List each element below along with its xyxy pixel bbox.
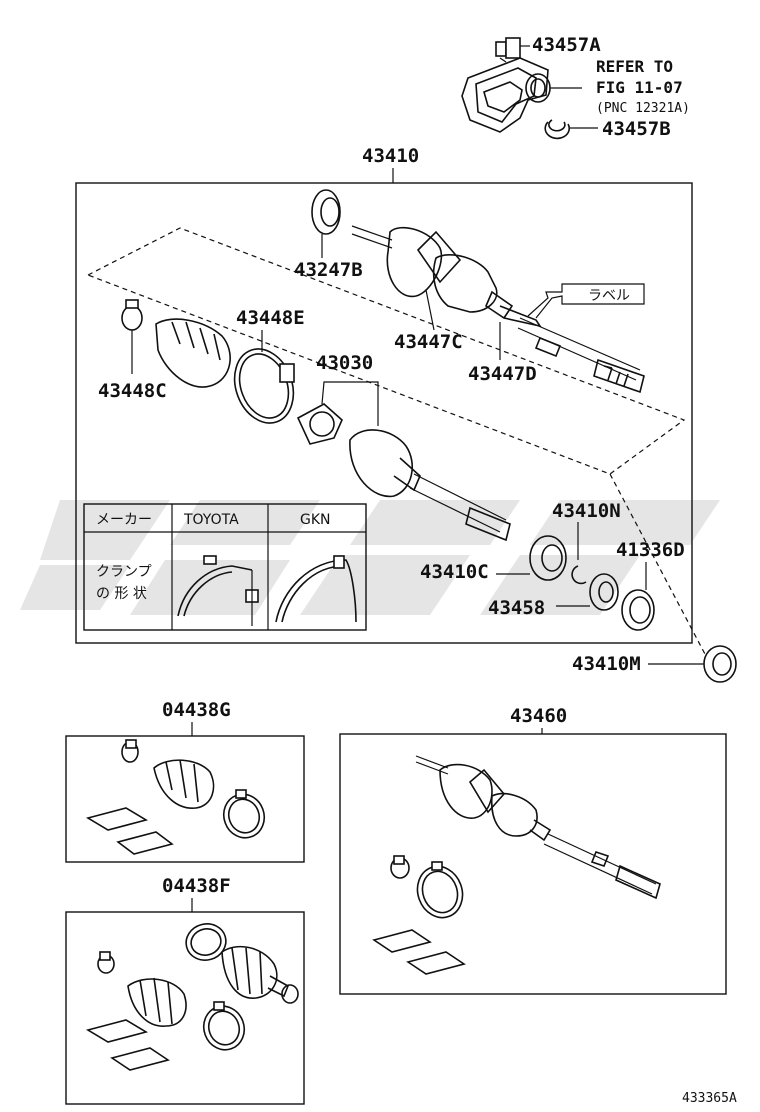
table-header-toyota: TOYOTA: [183, 512, 239, 528]
dust-seal-43247B: [311, 189, 341, 258]
kit-g-grease-packets: [85, 807, 174, 855]
refer-line-2: FIG 11-07: [596, 78, 683, 97]
refer-line-1: REFER TO: [596, 57, 673, 76]
label-43457A: 43457A: [532, 34, 601, 56]
label-43448C: 43448C: [98, 380, 167, 402]
table-header-gkn: GKN: [300, 512, 331, 528]
table-row-clamp-line1: クランプ: [96, 564, 152, 580]
kit-f-boot: [127, 977, 187, 1027]
table-row-clamp-line2: の 形 状: [96, 586, 147, 602]
kit-43460-grease-packets: [372, 929, 466, 975]
label-43458: 43458: [488, 597, 545, 619]
label-43448E: 43448E: [236, 307, 305, 329]
label-43457B: 43457B: [602, 118, 671, 140]
snap-ring-43410N: [571, 565, 587, 585]
snap-ring-43457B: [544, 119, 598, 140]
label-43447C: 43447C: [394, 331, 463, 353]
kit-g-clamp-large: [222, 789, 266, 839]
label-43460: 43460: [510, 705, 567, 727]
label-43410: 43410: [362, 145, 419, 167]
kit-f-clamp-large-top: [185, 923, 227, 961]
kit-43460-clamp-large: [416, 861, 464, 919]
label-43410M: 43410M: [572, 653, 641, 675]
bearing-bracket: [461, 57, 549, 133]
label-43030: 43030: [316, 352, 373, 374]
label-43247B: 43247B: [294, 259, 363, 281]
drive-shaft-kit-43460: [339, 733, 727, 995]
label-43447D: 43447D: [468, 363, 537, 385]
figure-id: 433365A: [682, 1091, 737, 1106]
label-04438G: 04438G: [162, 699, 231, 721]
bearing-43410C: [496, 535, 567, 581]
clamp-43448E: [233, 348, 295, 424]
seal-41336D: [621, 562, 655, 631]
kit-43460-clamp-small: [390, 855, 410, 879]
boot-kit-04438F: [65, 911, 305, 1105]
label-41336D: 41336D: [616, 539, 685, 561]
label-jp-tag: ラベル: [588, 288, 630, 304]
kit-g-boot: [153, 759, 215, 809]
assembly-frame-43410: [75, 182, 693, 644]
kit-f-clamp-large-bottom: [202, 1001, 246, 1051]
kit-f-grease-packets: [85, 1019, 170, 1071]
boot-kit-04438G: [65, 735, 305, 863]
outboard-shaft: [349, 429, 511, 542]
bracket-bolt: [495, 37, 530, 59]
label-tag-pointer: [527, 283, 645, 319]
label-04438F: 04438F: [162, 875, 231, 897]
kit-f-clamp-small-right: [281, 984, 299, 1004]
kit-f-boot-ribbed: [221, 945, 290, 999]
tripod-joint-43030: [296, 403, 343, 445]
refer-line-3: (PNC 12321A): [596, 101, 690, 116]
bracket-ring: [525, 73, 582, 103]
seal-43410M: [648, 645, 737, 683]
kit-43460-shaft: [415, 755, 661, 900]
kit-f-clamp-small-left: [97, 951, 115, 974]
clamp-43448C: [121, 299, 143, 374]
table-header-maker: メーカー: [96, 512, 152, 528]
drive-shaft-assembly: [351, 225, 645, 394]
kit-g-clamp-small: [121, 739, 139, 763]
clamp-type-table: [83, 503, 367, 631]
label-43410C: 43410C: [420, 561, 489, 583]
label-43410N: 43410N: [552, 500, 621, 522]
bearing-43458: [556, 573, 619, 611]
inboard-boot: [155, 318, 231, 388]
